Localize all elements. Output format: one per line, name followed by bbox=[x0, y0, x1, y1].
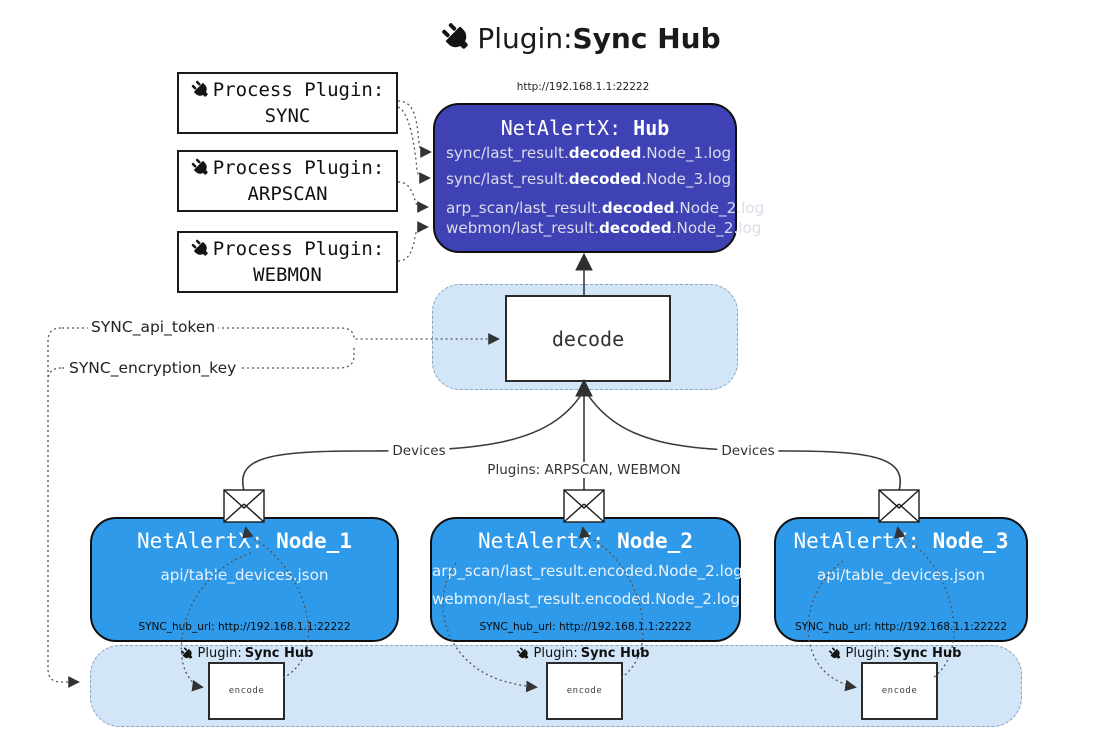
sync-encryption-key-label: SYNC_encryption_key bbox=[66, 359, 240, 377]
node-title: NetAlertX: Node_1 bbox=[137, 529, 352, 553]
sync-hub-plugin-label: Plugin: Sync Hub bbox=[829, 646, 961, 661]
plug-icon bbox=[181, 647, 195, 661]
process-plugin-label: Process Plugin: bbox=[212, 157, 385, 179]
encode-box: encode bbox=[546, 662, 623, 720]
plug-icon bbox=[829, 647, 843, 661]
hub-log-line: sync/last_result.decoded.Node_1.log bbox=[446, 144, 732, 162]
hub-title: NetAlertX: Hub bbox=[500, 116, 670, 140]
encode-box: encode bbox=[208, 662, 285, 720]
page-title-prefix: Plugin: bbox=[477, 21, 573, 55]
plug-icon bbox=[517, 647, 531, 661]
node-box-3: NetAlertX: Node_3 api/table_devices.json… bbox=[774, 517, 1028, 642]
hub-log-line: sync/last_result.decoded.Node_3.log bbox=[446, 170, 732, 188]
process-plugin-name: WEBMON bbox=[253, 264, 322, 286]
node-file-line: api/table_devices.json bbox=[816, 566, 986, 584]
process-plugin-box-arpscan: Process Plugin: ARPSCAN bbox=[177, 150, 398, 212]
page-title: Plugin: Sync Hub bbox=[45, 16, 1117, 60]
plug-icon bbox=[191, 80, 211, 100]
node-box-2: NetAlertX: Node_2 arp_scan/last_result.e… bbox=[430, 517, 743, 642]
sync-hub-plugin-label: Plugin: Sync Hub bbox=[181, 646, 313, 661]
process-plugin-box-webmon: Process Plugin: WEBMON bbox=[177, 231, 398, 293]
edge-label-devices-right: Devices bbox=[717, 443, 779, 459]
process-plugin-label: Process Plugin: bbox=[212, 79, 385, 101]
encode-box: encode bbox=[861, 662, 938, 720]
plugin-to-hub-links bbox=[397, 100, 432, 262]
page-title-bold: Sync Hub bbox=[572, 21, 721, 55]
plug-icon bbox=[191, 239, 211, 259]
plug-icon bbox=[441, 22, 473, 54]
node-box-1: NetAlertX: Node_1 api/table_devices.json… bbox=[90, 517, 399, 642]
process-plugin-name: ARPSCAN bbox=[247, 183, 328, 205]
node-hub-url: SYNC_hub_url: http://192.168.1.1:22222 bbox=[794, 621, 1008, 633]
node-title: NetAlertX: Node_2 bbox=[478, 529, 693, 553]
process-plugin-label: Process Plugin: bbox=[212, 238, 385, 260]
node-file-line: arp_scan/last_result.encoded.Node_2.log bbox=[432, 562, 743, 580]
hub-url-label: http://192.168.1.1:22222 bbox=[516, 81, 650, 93]
process-plugin-name: SYNC bbox=[264, 105, 311, 127]
node-hub-url: SYNC_hub_url: http://192.168.1.1:22222 bbox=[479, 621, 692, 633]
decode-box: decode bbox=[505, 295, 671, 382]
edge-label-plugins-center: Plugins: ARPSCAN, WEBMON bbox=[483, 462, 685, 478]
hub-log-line: arp_scan/last_result.decoded.Node_2.log bbox=[446, 199, 765, 217]
node-file-line: api/table_devices.json bbox=[160, 566, 329, 584]
node-file-line: webmon/last_result.encoded.Node_2.log bbox=[432, 590, 740, 608]
sync-hub-plugin-label: Plugin: Sync Hub bbox=[517, 646, 649, 661]
sync-api-token-label: SYNC_api_token bbox=[88, 318, 219, 336]
edge-label-devices-left: Devices bbox=[388, 443, 450, 459]
hub-box: NetAlertX: Hub sync/last_result.decoded.… bbox=[433, 103, 764, 253]
hub-log-line: webmon/last_result.decoded.Node_2.log bbox=[446, 219, 762, 237]
process-plugin-box-sync: Process Plugin: SYNC bbox=[177, 72, 398, 134]
node-hub-url: SYNC_hub_url: http://192.168.1.1:22222 bbox=[138, 621, 351, 633]
plug-icon bbox=[191, 158, 211, 178]
node-title: NetAlertX: Node_3 bbox=[793, 529, 1009, 553]
